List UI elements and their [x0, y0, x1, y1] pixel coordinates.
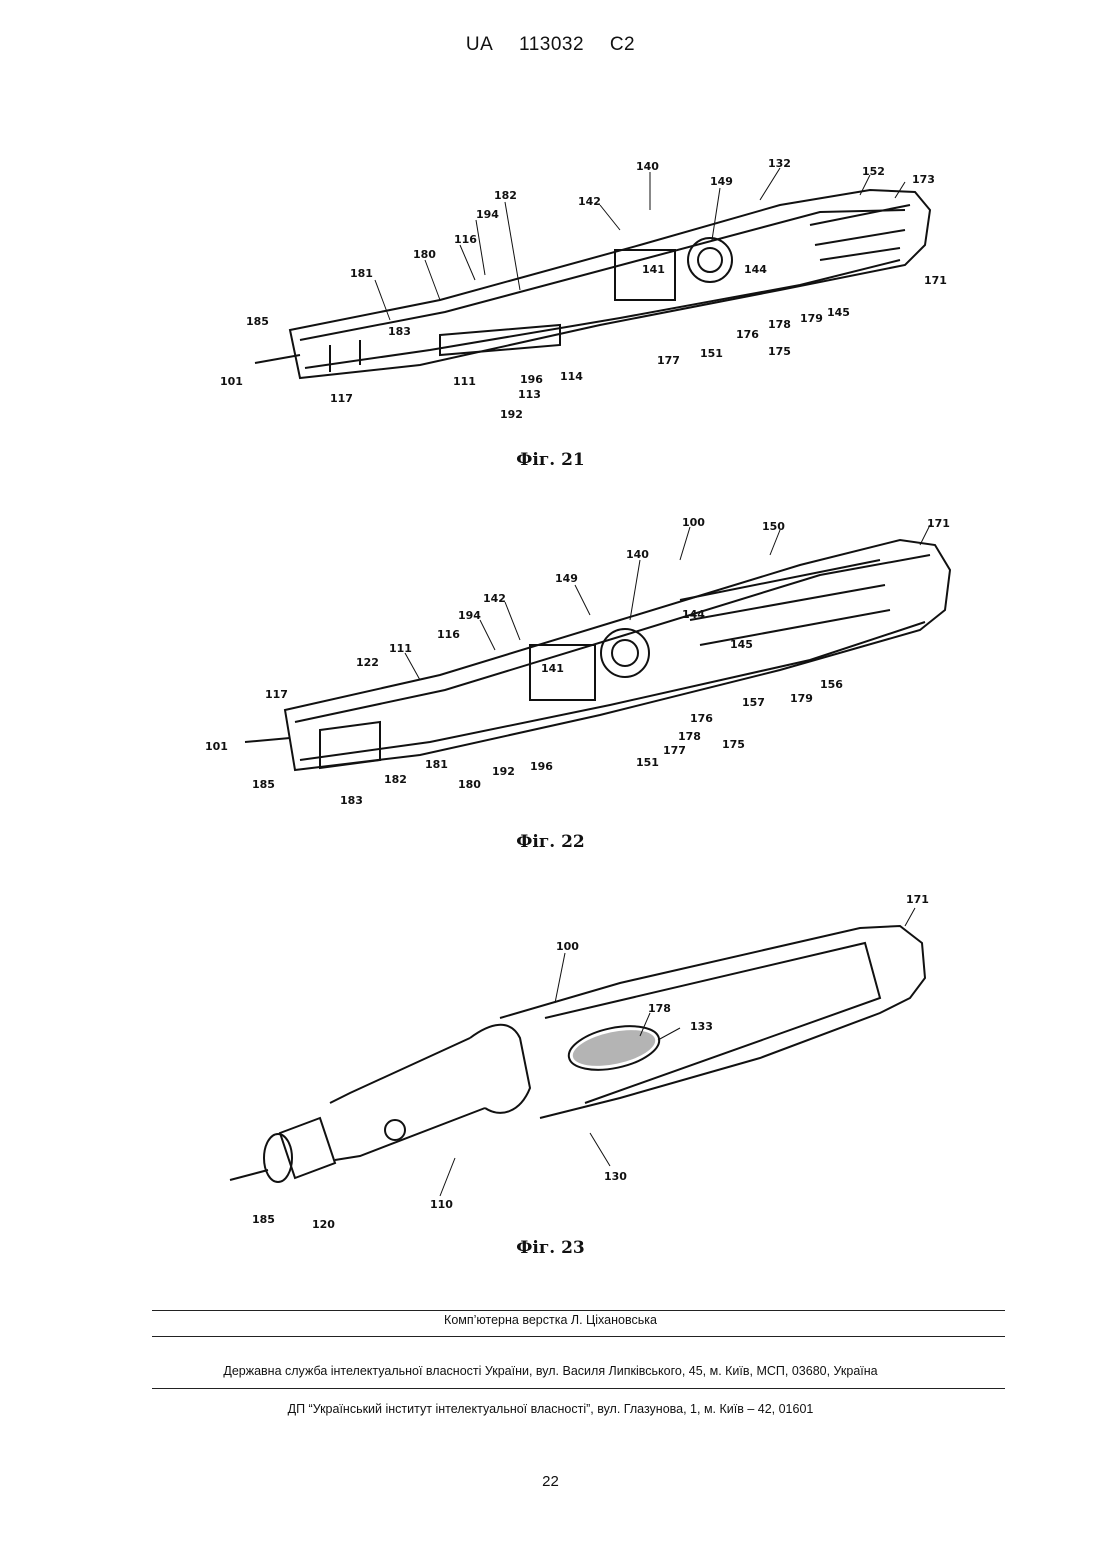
fig21-label: 132	[768, 157, 791, 170]
fig21-label: 185	[246, 315, 269, 328]
fig22-label: 171	[927, 517, 950, 530]
fig23-label: 133	[690, 1020, 713, 1033]
figure-22-drawing: 100 150 171 140 149 142 194 144 116 111 …	[0, 510, 1101, 810]
fig21-label: 181	[350, 267, 373, 280]
figure-22: 100 150 171 140 149 142 194 144 116 111 …	[0, 510, 1101, 810]
fig22-label: 179	[790, 692, 813, 705]
fig22-label: 181	[425, 758, 448, 771]
fig22-label: 122	[356, 656, 379, 669]
fig21-label: 145	[827, 306, 850, 319]
fig23-label: 171	[906, 893, 929, 906]
fig22-label: 196	[530, 760, 553, 773]
fig22-label: 144	[682, 608, 705, 621]
footer-divider	[152, 1388, 1005, 1389]
footer-institute: ДП “Український інститут інтелектуальної…	[0, 1402, 1101, 1416]
fig21-label: 114	[560, 370, 583, 383]
fig21-label: 175	[768, 345, 791, 358]
fig21-label: 183	[388, 325, 411, 338]
fig22-label: 117	[265, 688, 288, 701]
fig22-label: 142	[483, 592, 506, 605]
fig22-label: 192	[492, 765, 515, 778]
footer-divider	[152, 1310, 1005, 1311]
figure-22-caption: Фіг. 22	[0, 832, 1101, 852]
fig21-label: 173	[912, 173, 935, 186]
fig22-label: 177	[663, 744, 686, 757]
fig22-label: 194	[458, 609, 481, 622]
fig21-label: 144	[744, 263, 767, 276]
fig22-label: 185	[252, 778, 275, 791]
fig22-label: 101	[205, 740, 228, 753]
fig21-label: 182	[494, 189, 517, 202]
fig23-label: 185	[252, 1213, 275, 1226]
fig22-label: 178	[678, 730, 701, 743]
fig23-label: 110	[430, 1198, 453, 1211]
fig22-label: 111	[389, 642, 412, 655]
fig21-label: 178	[768, 318, 791, 331]
fig22-label: 183	[340, 794, 363, 807]
fig21-label: 116	[454, 233, 477, 246]
fig21-label: 111	[453, 375, 476, 388]
patent-kind: C2	[610, 34, 635, 55]
figure-23-drawing: 171 100 178 133 185 120 110 130	[0, 888, 1101, 1233]
fig21-label: 117	[330, 392, 353, 405]
fig22-label: 150	[762, 520, 785, 533]
fig21-label: 177	[657, 354, 680, 367]
fig22-label: 149	[555, 572, 578, 585]
fig21-label: 101	[220, 375, 243, 388]
fig22-label: 141	[541, 662, 564, 675]
fig22-label: 156	[820, 678, 843, 691]
fig21-label: 142	[578, 195, 601, 208]
patent-number: 113032	[519, 34, 584, 55]
footer-divider	[152, 1336, 1005, 1337]
figure-21: 140 132 182 149 152 173 142 194 116 180 …	[0, 150, 1101, 430]
fig22-label: 182	[384, 773, 407, 786]
fig22-label: 140	[626, 548, 649, 561]
fig22-label: 176	[690, 712, 713, 725]
page-number: 22	[0, 1473, 1101, 1490]
country-code: UA	[466, 34, 493, 55]
fig21-label: 192	[500, 408, 523, 421]
fig22-label: 151	[636, 756, 659, 769]
fig22-label: 116	[437, 628, 460, 641]
fig21-label: 149	[710, 175, 733, 188]
fig22-label: 175	[722, 738, 745, 751]
fig22-label: 100	[682, 516, 705, 529]
fig23-label: 120	[312, 1218, 335, 1231]
fig21-label: 140	[636, 160, 659, 173]
fig21-label: 179	[800, 312, 823, 325]
fig21-label: 113	[518, 388, 541, 401]
fig23-label: 178	[648, 1002, 671, 1015]
figure-23: 171 100 178 133 185 120 110 130	[0, 888, 1101, 1233]
patent-header: UA 113032 C2	[0, 34, 1101, 56]
fig21-label: 171	[924, 274, 947, 287]
figure-21-drawing: 140 132 182 149 152 173 142 194 116 180 …	[0, 150, 1101, 430]
fig21-label: 196	[520, 373, 543, 386]
footer-typesetter: Комп’ютерна верстка Л. Ціхановська	[0, 1313, 1101, 1327]
fig21-label: 176	[736, 328, 759, 341]
fig22-label: 180	[458, 778, 481, 791]
fig23-label: 130	[604, 1170, 627, 1183]
fig21-label: 194	[476, 208, 499, 221]
fig21-label: 151	[700, 347, 723, 360]
footer-publisher: Державна служба інтелектуальної власност…	[0, 1364, 1101, 1378]
figure-21-caption: Фіг. 21	[0, 450, 1101, 470]
figure-23-caption: Фіг. 23	[0, 1238, 1101, 1258]
fig22-label: 157	[742, 696, 765, 709]
fig23-label: 100	[556, 940, 579, 953]
fig21-label: 152	[862, 165, 885, 178]
fig21-label: 141	[642, 263, 665, 276]
fig21-label: 180	[413, 248, 436, 261]
fig22-label: 145	[730, 638, 753, 651]
